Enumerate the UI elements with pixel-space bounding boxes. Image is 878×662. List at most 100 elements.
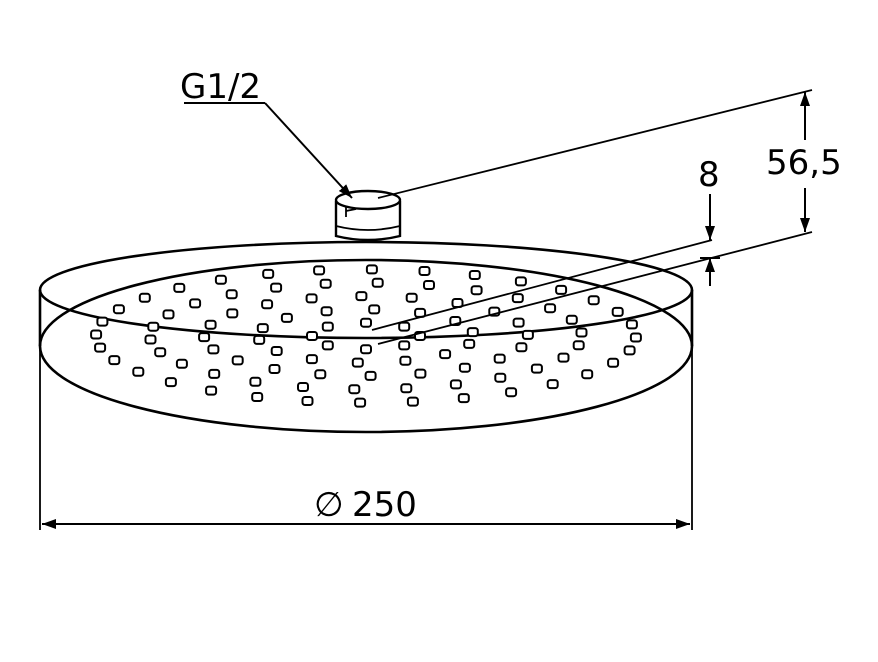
nozzle: [144, 334, 157, 345]
nozzle: [207, 344, 220, 355]
nozzle: [521, 329, 534, 340]
nozzle: [463, 338, 476, 349]
nozzle: [629, 332, 642, 343]
diameter-label: 250: [352, 485, 417, 525]
spray-nozzles: [90, 264, 642, 408]
nozzle: [270, 346, 283, 356]
nozzle: [611, 306, 624, 317]
nozzle: [261, 299, 274, 310]
nozzle: [321, 340, 334, 351]
nozzle: [256, 323, 269, 334]
nozzle: [198, 332, 211, 343]
nozzle: [405, 292, 418, 303]
nozzle: [280, 312, 293, 323]
diameter-dimension: ∅ 250: [39, 346, 693, 530]
nozzle: [423, 280, 435, 290]
nozzle: [251, 392, 264, 402]
nozzle: [368, 304, 381, 315]
nozzle: [406, 396, 419, 407]
nozzle: [544, 303, 557, 314]
nozzle: [468, 270, 481, 280]
nozzle: [414, 368, 427, 379]
nozzle: [138, 292, 151, 303]
nozzle: [458, 362, 471, 373]
nozzle: [364, 370, 377, 381]
nozzle: [572, 340, 585, 351]
nozzle: [398, 321, 411, 332]
nozzle: [546, 379, 559, 390]
nozzle: [505, 387, 518, 398]
nozzle: [399, 355, 412, 366]
nozzle: [511, 293, 524, 304]
nozzle: [470, 285, 483, 296]
nozzle: [371, 277, 384, 288]
nozzle: [494, 372, 507, 383]
nozzle: [305, 293, 318, 304]
nozzle: [557, 352, 570, 363]
nozzle: [607, 357, 620, 368]
nozzle: [398, 340, 411, 351]
nozzle: [301, 396, 314, 406]
nozzle: [313, 265, 326, 276]
nozzle: [253, 334, 266, 345]
nozzle: [555, 284, 568, 295]
nozzle: [297, 382, 309, 392]
nozzle: [90, 329, 103, 340]
thread-label: G1/2: [180, 67, 261, 107]
nozzle: [515, 342, 528, 353]
height-dimension: 56,5: [377, 89, 842, 345]
nozzle: [360, 344, 372, 355]
nozzle: [457, 393, 470, 404]
nozzle: [320, 306, 333, 317]
thickness-label: 8: [698, 155, 720, 195]
nozzle: [354, 397, 367, 408]
nozzle: [575, 327, 588, 338]
nozzle: [132, 366, 145, 377]
nozzle: [204, 319, 217, 330]
nozzle: [226, 308, 239, 319]
nozzle: [355, 291, 368, 302]
connector-fitting: [334, 189, 402, 242]
nozzle: [205, 385, 218, 396]
nozzle: [270, 282, 283, 293]
nozzle: [147, 321, 160, 332]
nozzle: [189, 298, 202, 309]
nozzle: [466, 327, 479, 338]
nozzle: [418, 266, 431, 276]
nozzle: [94, 342, 107, 353]
nozzle: [581, 369, 594, 380]
nozzle: [587, 295, 600, 306]
nozzle: [514, 276, 527, 287]
diameter-symbol: ∅: [314, 485, 344, 525]
nozzle: [96, 316, 109, 327]
nozzle: [305, 354, 318, 365]
nozzle: [439, 349, 452, 360]
nozzle: [493, 353, 506, 364]
nozzle: [231, 355, 244, 366]
nozzle: [214, 274, 227, 285]
nozzle: [512, 317, 525, 328]
nozzle: [154, 347, 167, 358]
nozzle: [306, 331, 318, 341]
nozzle: [208, 368, 221, 379]
nozzle: [625, 319, 638, 330]
nozzle: [449, 379, 462, 390]
nozzle: [565, 314, 578, 325]
nozzle: [173, 282, 186, 293]
thickness-dimension: 8: [371, 155, 720, 331]
nozzle: [351, 357, 364, 368]
nozzle: [360, 317, 372, 328]
nozzle: [348, 384, 361, 395]
nozzle: [162, 309, 175, 320]
nozzle: [314, 369, 327, 380]
height-label: 56,5: [766, 143, 842, 183]
nozzle: [530, 363, 543, 374]
nozzle: [268, 364, 281, 374]
nozzle: [400, 383, 413, 394]
nozzle: [249, 376, 262, 387]
nozzle: [321, 321, 334, 332]
nozzle: [623, 345, 636, 356]
nozzle: [225, 289, 238, 300]
nozzle: [164, 377, 177, 388]
